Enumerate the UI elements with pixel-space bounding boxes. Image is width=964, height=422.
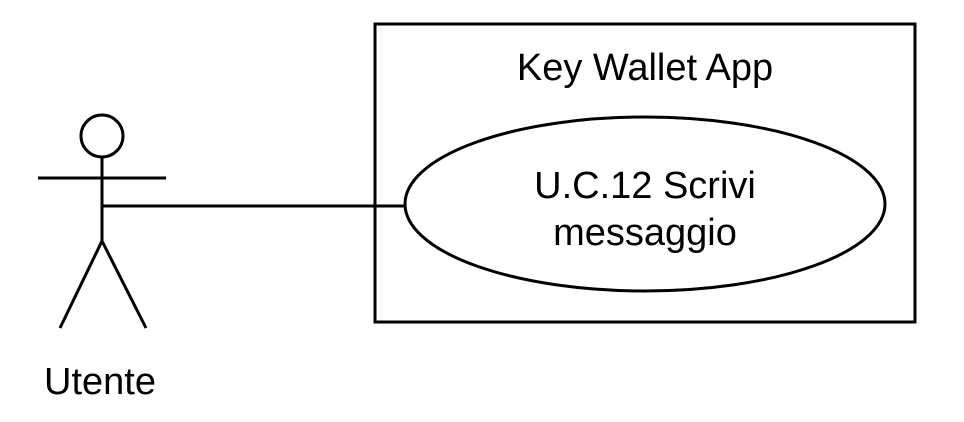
use-case-label-line1: U.C.12 Scrivi <box>534 165 756 207</box>
system-boundary <box>373 22 917 324</box>
actor-label: Utente <box>44 361 156 403</box>
actor-figure <box>38 113 166 329</box>
use-case-label-line2: messaggio <box>553 212 737 254</box>
actor-right-leg <box>100 240 148 329</box>
system-title: Key Wallet App <box>517 47 773 89</box>
use-case-ellipse[interactable] <box>403 115 887 293</box>
actor-head <box>79 113 125 159</box>
actor-left-leg <box>58 240 104 329</box>
